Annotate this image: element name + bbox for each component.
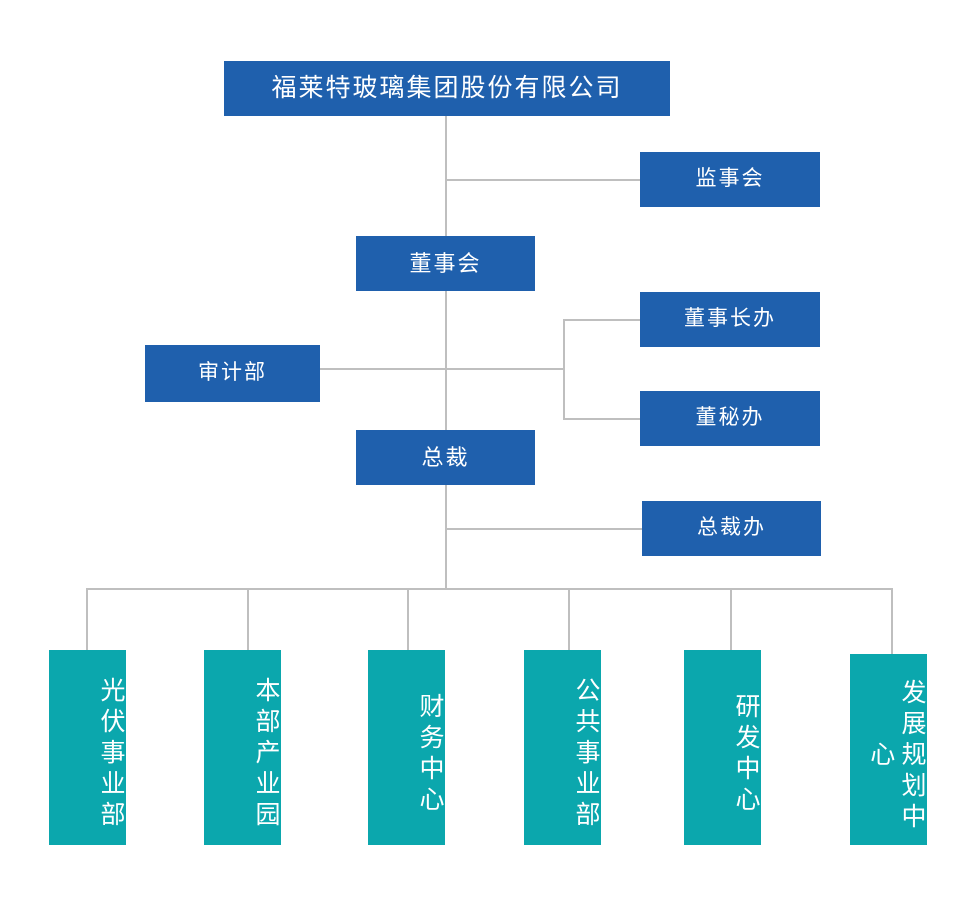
- connector-audit-to-junction: [320, 368, 564, 370]
- connector-junction-riser: [563, 319, 565, 419]
- connector-to-chairman-office: [563, 319, 641, 321]
- node-chairman-office[interactable]: 董事长办: [640, 292, 820, 347]
- connector-drop-division-6: [891, 588, 893, 654]
- connector-trunk-main: [445, 115, 447, 236]
- node-division-pv-business[interactable]: 光伏事业部: [49, 650, 126, 845]
- connector-drop-division-1: [86, 588, 88, 650]
- connector-to-president-office: [445, 528, 643, 530]
- connector-trunk-president-bus: [445, 485, 447, 589]
- connector-to-supervisors: [445, 179, 641, 181]
- connector-drop-division-4: [568, 588, 570, 650]
- node-company[interactable]: 福莱特玻璃集团股份有限公司: [224, 61, 670, 116]
- connector-division-bus: [86, 588, 893, 590]
- node-division-public-utilities[interactable]: 公共事业部: [524, 650, 601, 845]
- node-division-development-planning[interactable]: 发展规划中心: [850, 654, 927, 845]
- node-board-of-directors[interactable]: 董事会: [356, 236, 535, 291]
- node-audit-department[interactable]: 审计部: [145, 345, 320, 402]
- node-division-hq-industrial-park[interactable]: 本部产业园: [204, 650, 281, 845]
- connector-to-secretary-office: [563, 418, 641, 420]
- connector-trunk-board-president: [445, 291, 447, 430]
- node-president-office[interactable]: 总裁办: [642, 501, 821, 556]
- connector-drop-division-2: [247, 588, 249, 650]
- node-division-finance-center[interactable]: 财务中心: [368, 650, 445, 845]
- node-secretary-office[interactable]: 董秘办: [640, 391, 820, 446]
- connector-drop-division-5: [730, 588, 732, 650]
- node-supervisors[interactable]: 监事会: [640, 152, 820, 207]
- connector-drop-division-3: [407, 588, 409, 650]
- node-division-rd-center[interactable]: 研发中心: [684, 650, 761, 845]
- node-president[interactable]: 总裁: [356, 430, 535, 485]
